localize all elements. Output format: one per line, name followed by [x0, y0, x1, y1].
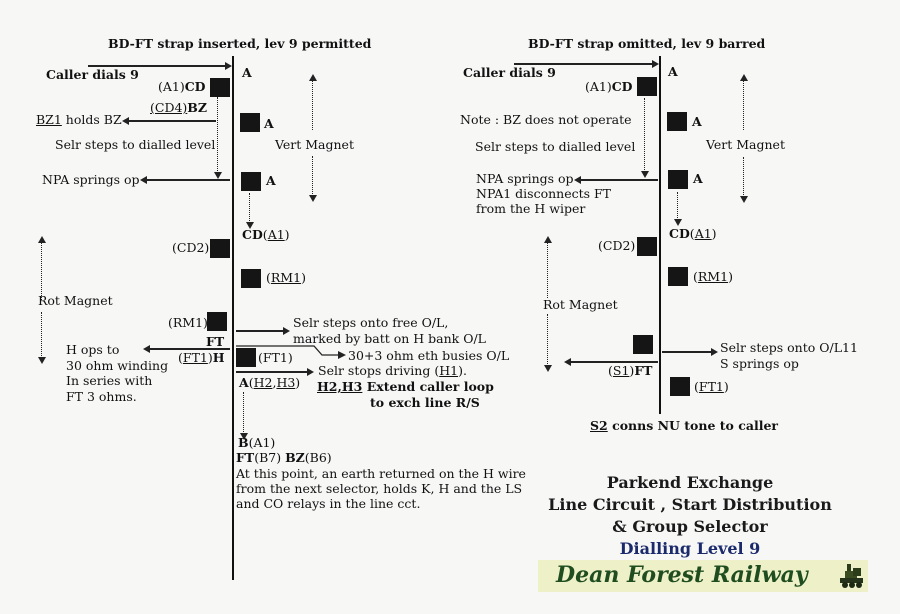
vert-magnet-label: Vert Magnet	[275, 137, 354, 152]
selr-steps-dotted-arrow-right	[640, 98, 649, 178]
steam-locomotive-icon	[840, 564, 863, 588]
relay-ft1-block-right	[670, 377, 690, 396]
cd-a1-label-right: CD(A1)	[669, 226, 717, 241]
a1-cd-label: (A1)CD	[158, 79, 206, 94]
extend-line2-text: to exch line R/S	[370, 395, 480, 410]
earth-return-note: At this point, an earth returned on the …	[236, 466, 526, 511]
note-bz-not-operate: Note : BZ does not operate	[460, 112, 632, 127]
relay-a-block-right-3	[668, 170, 688, 189]
relay-cd-block-right	[637, 77, 657, 96]
rot-magnet-up-arrow	[37, 236, 46, 300]
relay-ft-block-right	[633, 335, 653, 354]
ft-relay-label: FT	[206, 334, 225, 349]
ft1-h-label: (FT1)H	[178, 350, 225, 365]
cd-a1-label: CD(A1)	[242, 227, 290, 242]
relay-cd2-block	[210, 239, 230, 258]
rot-magnet-down-arrow	[37, 312, 46, 364]
selr-steps-label-right: Selr steps to dialled level	[475, 139, 636, 154]
b-a1-label: B(A1)	[238, 435, 276, 450]
selr-free-text: Selr steps onto free O/L,marked by batt …	[293, 315, 486, 346]
s1-ft-label: (S1)FT	[608, 363, 653, 378]
vert-magnet-down-arrow-right	[739, 157, 748, 203]
selr-steps-dotted-arrow	[213, 97, 222, 179]
relay-rm1-block-right	[668, 267, 688, 286]
relay-a-label-2: A	[264, 116, 274, 131]
caller-dials-label-right: Caller dials 9	[463, 65, 556, 80]
rot-magnet-label: Rot Magnet	[38, 293, 113, 308]
cd4-bz-label: (CD4)BZ	[150, 100, 207, 115]
selr-free-arrow	[236, 327, 290, 334]
right-heading: BD-FT strap omitted, lev 9 barred	[528, 36, 766, 51]
title-exchange: Parkend Exchange	[606, 473, 774, 492]
relay-a-label-3: A	[266, 173, 276, 188]
bz-hold-arrow	[122, 117, 216, 124]
a-h2-h3-label: A(H2,H3)	[239, 375, 301, 390]
relay-a-label-right-2: A	[692, 114, 702, 129]
ft1-right-label: (FT1)	[258, 350, 293, 365]
relay-h-block	[236, 348, 256, 367]
a-to-b-dotted-arrow	[239, 392, 248, 440]
relay-cd2-block-right	[637, 237, 657, 256]
relay-a-block-3	[241, 172, 261, 191]
relay-rm1-block	[241, 269, 261, 288]
relay-a-label: A	[242, 65, 252, 80]
ft1-label-right: (FT1)	[694, 379, 729, 394]
s-springs-arrow	[564, 358, 658, 365]
h-ops-arrow	[143, 345, 230, 352]
a-to-cd-dotted-arrow	[245, 193, 254, 229]
busies-text: 30+3 ohm eth busies O/L	[348, 348, 510, 363]
relay-cd-block	[210, 78, 230, 97]
right-selector-timeline	[659, 56, 661, 414]
stops-driving-text: Selr stops driving (H1).	[318, 363, 467, 378]
a-to-cd-dotted-arrow-right	[673, 192, 682, 226]
npa-arrow	[140, 176, 230, 183]
relay-a-block-2	[240, 113, 260, 132]
ft-b7-bz-b6-label: FT(B7) BZ(B6)	[236, 450, 332, 465]
a1-cd-label-right: (A1)CD	[585, 79, 633, 94]
relay-a-label-right-3: A	[693, 171, 703, 186]
s2-nu-tone-text: S2 conns NU tone to caller	[590, 418, 778, 433]
left-heading: BD-FT strap inserted, lev 9 permitted	[108, 36, 372, 51]
rm1-label-right: (RM1)	[693, 269, 733, 284]
bz1-holds-label: BZ1 holds BZ	[36, 112, 122, 127]
dean-forest-railway-banner: Dean Forest Railway	[538, 560, 868, 592]
rm1-label: (RM1)	[266, 270, 306, 285]
extend-caller-loop-text: H2,H3 Extend caller loop	[317, 379, 494, 394]
cd2-label-right: (CD2)	[598, 238, 636, 253]
caller-dials-label: Caller dials 9	[46, 67, 139, 82]
banner-text: Dean Forest Railway	[556, 562, 808, 588]
rot-magnet-label-right: Rot Magnet	[543, 297, 618, 312]
vert-magnet-up-arrow-right	[739, 74, 748, 130]
vert-magnet-label-right: Vert Magnet	[706, 137, 785, 152]
title-dialling-level: Dialling Level 9	[619, 539, 761, 558]
npa-springs-label: NPA springs op	[42, 172, 140, 187]
selr-onto-arrow-right	[662, 348, 718, 355]
stops-driving-arrow	[236, 368, 314, 375]
caller-dials-arrow	[88, 62, 232, 69]
vert-magnet-down-arrow	[308, 156, 317, 202]
relay-a-block-right-2	[667, 112, 687, 131]
relay-ft-block	[207, 312, 227, 331]
vert-magnet-up-arrow	[308, 74, 317, 130]
busies-arrow	[236, 345, 346, 359]
npa-arrow-right	[574, 176, 658, 183]
rm1-ft-label: (RM1)	[168, 315, 208, 330]
rot-magnet-down-arrow-right	[543, 314, 552, 372]
cd2-label: (CD2)	[172, 240, 210, 255]
left-selector-timeline	[232, 56, 234, 580]
caller-dials-arrow-right	[514, 60, 659, 67]
selr-steps-label: Selr steps to dialled level	[55, 137, 216, 152]
title-group-selector: & Group Selector	[612, 517, 768, 536]
relay-a-label-right: A	[668, 64, 678, 79]
rot-magnet-up-arrow-right	[543, 236, 552, 298]
title-line-circuit: Line Circuit , Start Distribution	[548, 495, 832, 514]
